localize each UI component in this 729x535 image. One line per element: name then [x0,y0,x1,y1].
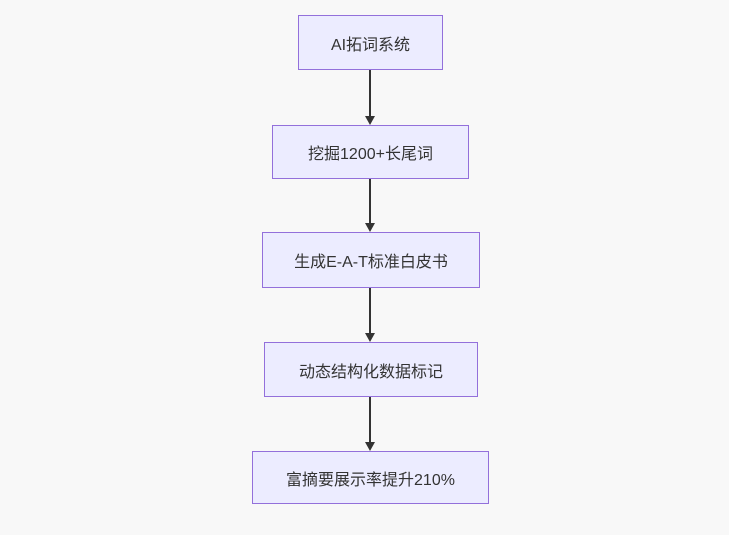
flow-node-label: 动态结构化数据标记 [298,363,443,381]
arrowhead-down-icon [365,442,375,451]
flow-node-label: AI拓词系统 [330,36,411,54]
flow-arrow-4 [365,397,375,451]
flow-node-rich-snippet-rate: 富摘要展示率提升210% [252,451,489,504]
flow-node-label: 挖掘1200+长尾词 [308,146,433,163]
arrow-shaft [369,397,371,444]
flow-node-eat-whitepaper: 生成E-A-T标准白皮书 [262,232,480,288]
flow-node-label: 生成E-A-T标准白皮书 [294,254,448,271]
arrow-shaft [369,179,371,225]
arrowhead-down-icon [365,223,375,232]
flow-node-longtail-keywords: 挖掘1200+长尾词 [272,125,469,179]
arrowhead-down-icon [365,333,375,342]
flow-arrow-3 [365,288,375,342]
flow-arrow-1 [365,70,375,125]
arrow-shaft [369,70,371,118]
arrowhead-down-icon [365,116,375,125]
arrow-shaft [369,288,371,335]
flow-arrow-2 [365,179,375,232]
flow-node-ai-expansion-system: AI拓词系统 [298,15,443,70]
flow-node-structured-data-markup: 动态结构化数据标记 [264,342,478,397]
flow-node-label: 富摘要展示率提升210% [286,471,455,489]
